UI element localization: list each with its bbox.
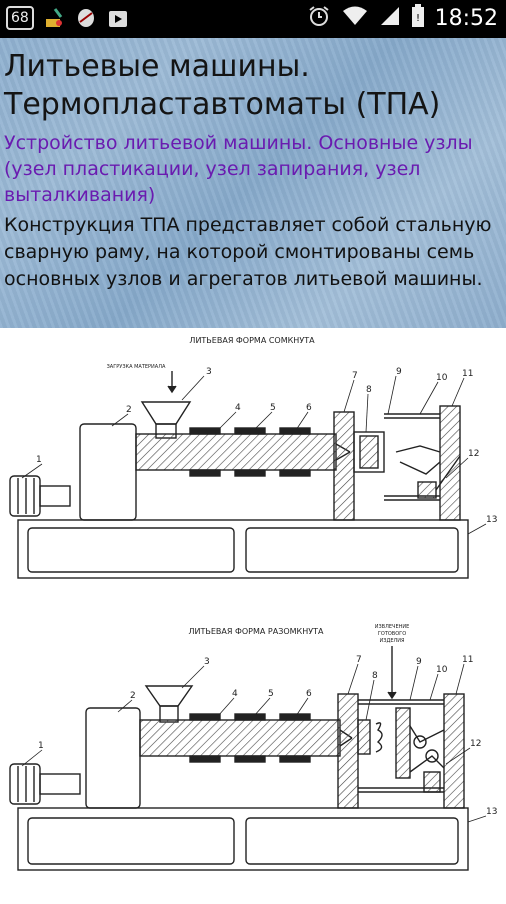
clock-time: 18:52 — [434, 5, 498, 31]
label-8b: 8 — [372, 671, 378, 681]
label-9: 9 — [396, 367, 402, 377]
feed-label: ЗАГРУЗКА МАТЕРИАЛА — [107, 364, 166, 370]
label-1: 1 — [36, 455, 42, 465]
label-13: 13 — [486, 515, 497, 525]
play-store-icon — [106, 6, 130, 30]
status-bar: 68 ! 18:52 — [0, 0, 506, 38]
closed-mold-diagram: ЛИТЬЕВАЯ ФОРМА СОМКНУТА ЗАГРУЗКА МАТЕРИА… — [9, 336, 497, 579]
label-12b: 12 — [470, 739, 481, 749]
label-7: 7 — [352, 371, 358, 381]
eject-label-1: ИЗВЛЕЧЕНИЕ — [375, 624, 410, 630]
description-text: Конструкция ТПА представляет собой сталь… — [4, 214, 492, 290]
label-4b: 4 — [232, 689, 238, 699]
alarm-icon — [307, 4, 331, 32]
notification-count-badge: 68 — [6, 6, 34, 30]
label-11b: 11 — [462, 655, 473, 665]
label-3: 3 — [206, 367, 212, 377]
header-panel: Литьевые машины. Термопластавтоматы (ТПА… — [0, 38, 506, 328]
page-title: Литьевые машины. Термопластавтоматы (ТПА… — [4, 49, 441, 122]
label-13b: 13 — [486, 807, 497, 817]
broom-icon — [42, 6, 66, 30]
battery-icon: ! — [411, 4, 425, 32]
label-5b: 5 — [268, 689, 274, 699]
section-subtitle[interactable]: Устройство литьевой машины. Основные узл… — [4, 132, 473, 206]
open-mold-diagram: ЛИТЬЕВАЯ ФОРМА РАЗОМКНУТА ИЗВЛЕЧЕНИЕ ГОТ… — [9, 624, 497, 871]
injection-machine-diagram: ЛИТЬЕВАЯ ФОРМА СОМКНУТА ЗАГРУЗКА МАТЕРИА… — [0, 328, 506, 900]
wifi-icon — [341, 5, 369, 31]
label-2b: 2 — [130, 691, 136, 701]
svg-text:!: ! — [416, 13, 420, 24]
app-notification-icon — [74, 6, 98, 30]
label-11: 11 — [462, 369, 473, 379]
label-9b: 9 — [416, 657, 422, 667]
label-4: 4 — [235, 403, 241, 413]
open-mold-caption: ЛИТЬЕВАЯ ФОРМА РАЗОМКНУТА — [189, 627, 325, 636]
closed-mold-caption: ЛИТЬЕВАЯ ФОРМА СОМКНУТА — [189, 336, 315, 345]
label-12: 12 — [468, 449, 479, 459]
label-6b: 6 — [306, 689, 312, 699]
label-10b: 10 — [436, 665, 448, 675]
label-6: 6 — [306, 403, 312, 413]
signal-icon — [379, 5, 401, 31]
label-7b: 7 — [356, 655, 362, 665]
label-2: 2 — [126, 405, 132, 415]
label-5: 5 — [270, 403, 276, 413]
eject-label-2: ГОТОВОГО — [378, 631, 406, 637]
eject-label-3: ИЗДЕЛИЯ — [380, 638, 405, 644]
label-10: 10 — [436, 373, 448, 383]
label-3b: 3 — [204, 657, 210, 667]
label-1b: 1 — [38, 741, 44, 751]
label-8: 8 — [366, 385, 372, 395]
